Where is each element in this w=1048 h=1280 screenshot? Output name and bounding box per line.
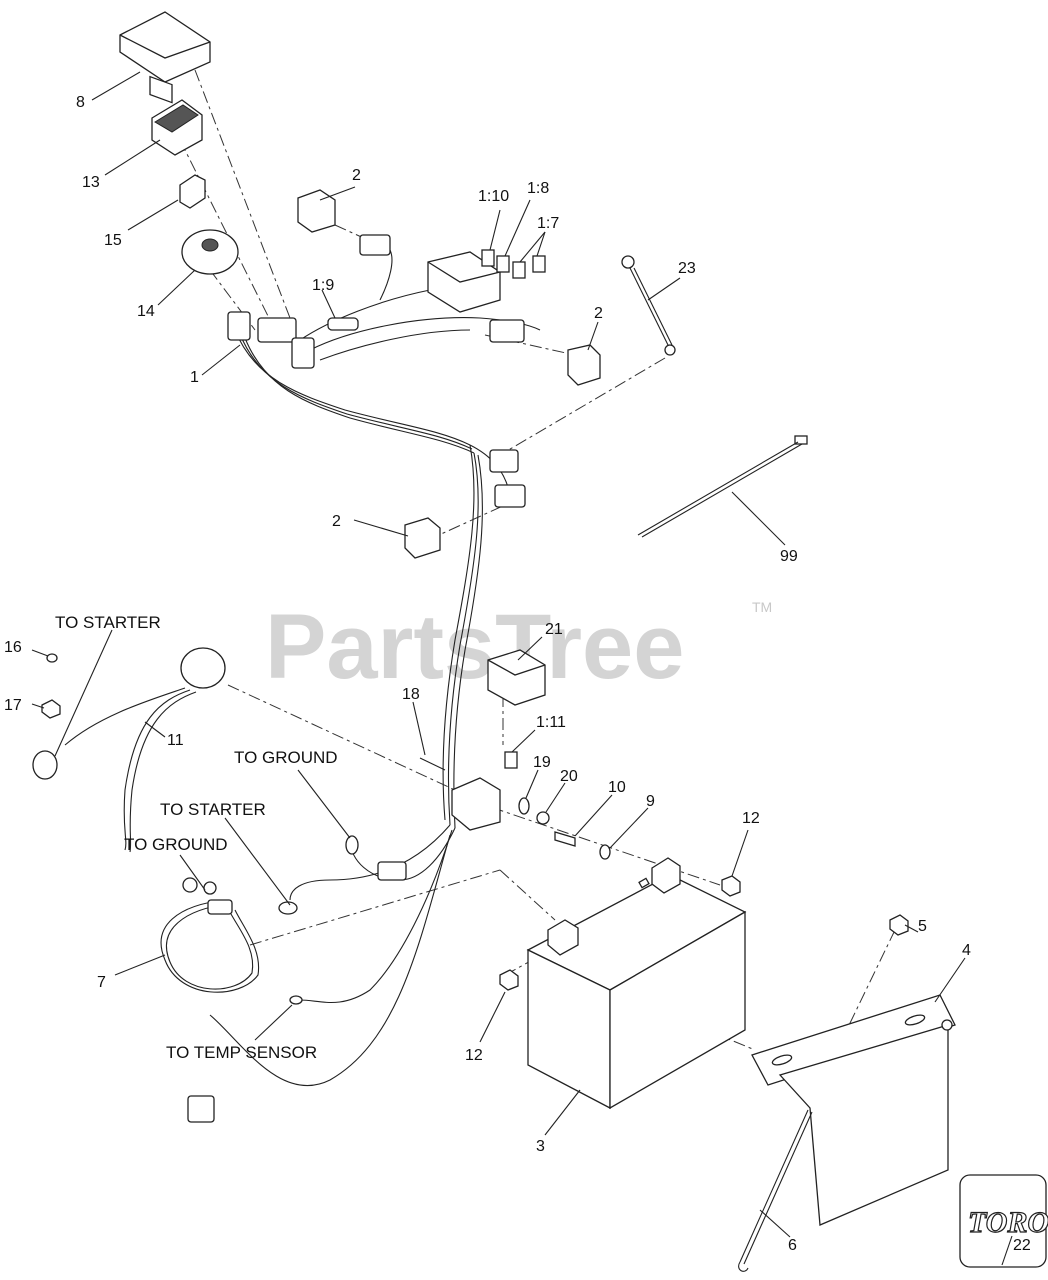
fuse-block: [427, 251, 501, 313]
positive-cable: [32, 647, 226, 853]
callout-1: 1: [190, 369, 199, 386]
connector-mid-2: [494, 484, 526, 508]
wire-harness: [209, 249, 541, 1087]
bolt-10: [554, 831, 576, 847]
callout-1-10: 1:10: [478, 188, 509, 205]
callout-20: 20: [560, 768, 578, 785]
callout-1-7: 1:7: [537, 215, 559, 232]
callout-7: 7: [97, 974, 106, 991]
bottom-connector: [187, 1095, 215, 1123]
toro-logo-text: TORO: [968, 1206, 1048, 1239]
callout-8: 8: [76, 94, 85, 111]
callout-10: 10: [608, 779, 626, 796]
callout-1-11: 1:11: [536, 714, 566, 731]
nut-20: [536, 811, 550, 825]
washer-19: [518, 797, 530, 815]
watermark-trademark: TM: [752, 599, 772, 615]
callout-1-9: 1:9: [312, 277, 334, 294]
callout-99: 99: [780, 548, 798, 565]
callout-19: 19: [533, 754, 551, 771]
fuse-1-11: [504, 751, 518, 769]
callout-22: 22: [1013, 1237, 1031, 1254]
note-to-ground-2: TO GROUND: [124, 835, 228, 854]
hour-meter: [119, 11, 211, 104]
nut-5: [889, 914, 909, 936]
battery-bracket: [751, 994, 956, 1226]
callout-5: 5: [918, 918, 927, 935]
callout-17: 17: [4, 697, 22, 714]
ground-terminal: [345, 835, 359, 855]
ignition-switch: [181, 229, 239, 275]
note-to-ground-1: TO GROUND: [234, 748, 338, 767]
switch-mid: [404, 517, 441, 559]
starter-terminal: [278, 901, 298, 915]
nut-17: [41, 699, 61, 719]
callout-9: 9: [646, 793, 655, 810]
watermark-text: PartsTree: [265, 596, 684, 698]
switch-right: [567, 344, 601, 386]
callout-2-mid: 2: [332, 513, 341, 530]
callout-2-right: 2: [594, 305, 603, 322]
fuses: [481, 249, 546, 279]
note-to-starter-2: TO STARTER: [160, 800, 266, 819]
leader-lines: [31, 71, 1013, 1266]
connector-right: [489, 319, 525, 343]
rocker-switch: [151, 99, 203, 156]
inline-fuse: [327, 317, 359, 331]
callout-15: 15: [104, 232, 122, 249]
note-to-starter-1: TO STARTER: [55, 613, 161, 632]
hold-down-rod: [738, 1109, 813, 1272]
callout-2-top: 2: [352, 167, 361, 184]
callout-labels: 8 13 15 14 1 2 1:10 1:8 1:7 1:9 2 23 2 9…: [4, 94, 1031, 1254]
relay-connector: [451, 777, 501, 831]
callout-12-top: 12: [742, 810, 760, 827]
callout-4: 4: [962, 942, 971, 959]
wire-notes: TO STARTER TO GROUND TO STARTER TO GROUN…: [55, 613, 338, 1062]
note-to-temp-sensor: TO TEMP SENSOR: [166, 1043, 317, 1062]
toro-decal: TORO: [959, 1174, 1048, 1268]
callout-14: 14: [137, 303, 155, 320]
ignition-key: [179, 174, 206, 209]
temp-sensor-terminal: [289, 995, 303, 1005]
callout-6: 6: [788, 1237, 797, 1254]
screw-18: [419, 757, 446, 771]
lockwasher-16: [46, 653, 58, 663]
callout-16: 16: [4, 639, 22, 656]
callout-18: 18: [402, 686, 420, 703]
cable-tie: [637, 435, 808, 538]
harness-connectors: [227, 311, 315, 369]
washer-9: [599, 844, 611, 860]
nut-12-top: [721, 875, 741, 897]
ground-strap: [621, 255, 676, 356]
callout-23: 23: [678, 260, 696, 277]
nut-12-left: [499, 969, 519, 991]
battery: [526, 857, 747, 1110]
seat-switch-top: [297, 189, 336, 233]
callout-12-left: 12: [465, 1047, 483, 1064]
callout-21: 21: [545, 621, 563, 638]
relay: [487, 649, 546, 706]
callout-1-8: 1:8: [527, 180, 549, 197]
callout-11: 11: [167, 732, 184, 749]
connector-mid: [489, 449, 519, 473]
harness-plug: [377, 861, 407, 881]
negative-cable: [160, 877, 260, 993]
callout-13: 13: [82, 174, 100, 191]
connector-top: [359, 234, 391, 256]
callout-3: 3: [536, 1138, 545, 1155]
